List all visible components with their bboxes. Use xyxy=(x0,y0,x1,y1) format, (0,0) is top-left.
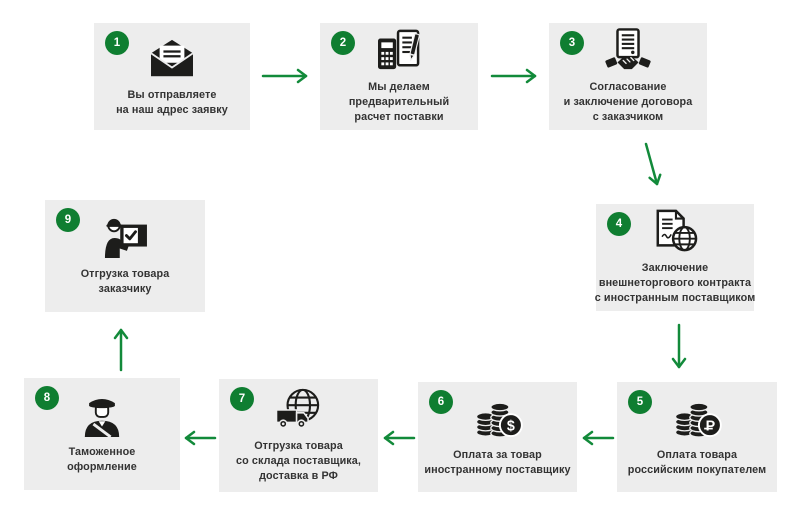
step-2-number-badge: 2 xyxy=(331,31,355,55)
step-5-card: 5 P Оплата товара российским покупателем xyxy=(617,382,777,492)
step-number: 9 xyxy=(64,214,72,226)
step-number: 3 xyxy=(568,37,576,49)
step-5-label: Оплата товара российским покупателем xyxy=(627,449,767,476)
step-7-card: 7 Отгрузка товара со склада поставщика, … xyxy=(219,379,378,492)
step-2-card: 2 Мы делаем xyxy=(320,23,478,130)
ruble-coins-icon: P xyxy=(672,396,722,440)
step-number: 7 xyxy=(238,393,246,405)
step-4-number-badge: 4 xyxy=(607,212,631,236)
step-4-label: Заключение внешнеторгового контракта с и… xyxy=(594,262,756,304)
step-8-card: 8 Таможенное оформление xyxy=(24,378,180,490)
arrow-step1-to-step2 xyxy=(261,68,308,84)
arrow-step7-to-step8 xyxy=(184,430,217,446)
svg-text:$: $ xyxy=(506,418,514,434)
step-number: 8 xyxy=(43,392,51,404)
step-3-card: 3 Согласование и заключение договора с з… xyxy=(549,23,707,130)
contract-handshake-icon xyxy=(605,28,651,72)
worker-checklist-icon xyxy=(101,215,149,259)
step-1-number-badge: 1 xyxy=(105,31,129,55)
step-9-label: Отгрузка товара заказчику xyxy=(80,268,170,295)
arrow-step8-to-step9 xyxy=(113,328,129,372)
arrow-step3-to-step4 xyxy=(644,142,662,186)
svg-text:P: P xyxy=(706,418,716,434)
step-number: 5 xyxy=(636,396,644,408)
step-5-number-badge: 5 xyxy=(628,390,652,414)
contract-globe-icon xyxy=(652,209,698,253)
arrow-step4-to-step5 xyxy=(671,323,687,369)
step-7-label: Отгрузка товара со склада поставщика, до… xyxy=(235,440,362,482)
customs-officer-icon xyxy=(81,393,123,437)
arrow-step6-to-step7 xyxy=(383,430,416,446)
step-1-card: 1 Вы отправляете на наш адрес заявку xyxy=(94,23,250,130)
step-1-label: Вы отправляете на наш адрес заявку xyxy=(116,88,228,116)
arrow-step5-to-step6 xyxy=(582,430,615,446)
step-3-number-badge: 3 xyxy=(560,31,584,55)
step-6-label: Оплата за товар иностранному поставщику xyxy=(424,449,571,476)
step-number: 1 xyxy=(113,37,121,49)
step-3-label: Согласование и заключение договора с зак… xyxy=(563,81,693,123)
step-8-number-badge: 8 xyxy=(35,386,59,410)
step-9-number-badge: 9 xyxy=(56,208,80,232)
arrow-step2-to-step3 xyxy=(490,68,537,84)
step-6-number-badge: 6 xyxy=(429,390,453,414)
step-9-card: 9 Отгрузка товара заказчику xyxy=(45,200,205,312)
step-7-number-badge: 7 xyxy=(230,387,254,411)
step-number: 4 xyxy=(615,218,623,230)
step-4-card: 4 Заключение внешнеторгового контракта с… xyxy=(594,204,756,311)
step-number: 2 xyxy=(339,37,347,49)
step-6-card: 6 $ Оплата за товар иностранному поставщ… xyxy=(418,382,577,492)
calculator-document-icon xyxy=(376,28,422,72)
globe-truck-icon xyxy=(275,387,323,431)
dollar-coins-icon: $ xyxy=(473,396,523,440)
step-2-label: Мы делаем предварительный расчет поставк… xyxy=(348,81,450,123)
step-8-label: Таможенное оформление xyxy=(67,446,137,473)
step-number: 6 xyxy=(437,396,445,408)
envelope-icon xyxy=(149,36,195,80)
